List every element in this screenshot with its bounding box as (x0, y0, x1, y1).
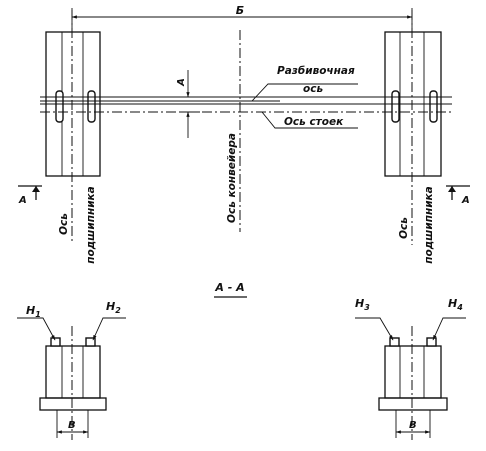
dimension-a-label: А (176, 78, 187, 87)
dimension-a: А (176, 70, 200, 138)
h2-label: H2 (106, 300, 121, 315)
layout-axis-label: Разбивочная (277, 65, 355, 77)
base-width-right-label: В (409, 420, 417, 431)
horizontal-axes (40, 83, 452, 129)
section-title-text: А - А (214, 281, 244, 294)
right-bearing-axis-label: Ось (398, 217, 410, 239)
h4-label: H4 (448, 297, 463, 312)
dimension-b-label: Б (236, 4, 244, 17)
h3-label: H3 (355, 297, 370, 312)
section-marker-right: А (446, 185, 470, 206)
left-bearing-axis-label: Ось (58, 213, 70, 235)
section-marker-left: А (18, 185, 42, 206)
conveyor-axis-label: Ось конвейера (226, 133, 238, 223)
right-section-view: H3 H4 В (355, 297, 466, 440)
right-bearing-axis-label-2: подшипника (423, 186, 435, 264)
section-marker-right-label: А (461, 195, 470, 206)
layout-axis-label-2: ось (303, 83, 323, 95)
column-axis-label: Ось стоек (284, 116, 344, 128)
section-marker-left-label: А (18, 195, 27, 206)
left-bearing-axis-label-2: подшипника (85, 186, 97, 264)
left-section-view: H1 H2 В (17, 300, 126, 440)
base-width-left-label: В (68, 420, 76, 431)
dimension-b: Б (71, 4, 413, 30)
section-title: А - А (214, 281, 247, 298)
h1-label: H1 (26, 304, 41, 319)
